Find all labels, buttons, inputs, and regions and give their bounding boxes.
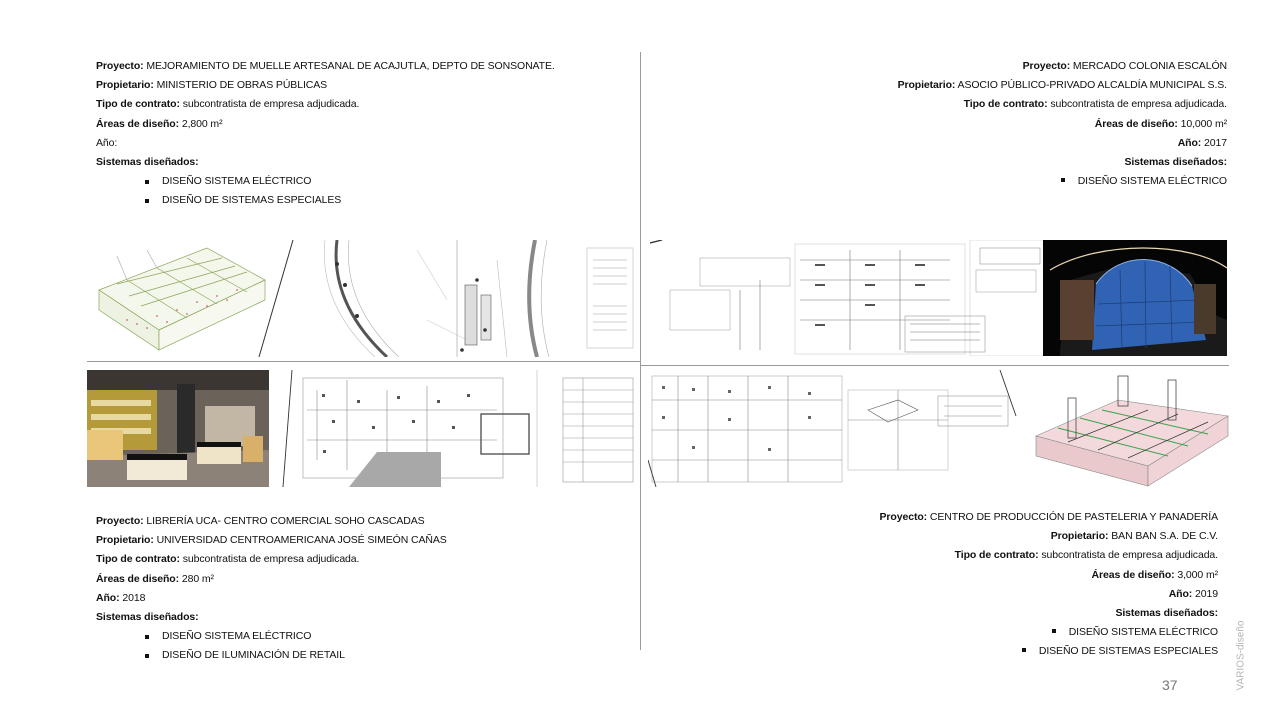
contract-line: Tipo de contrato: subcontratista de empr…: [96, 553, 360, 566]
systems-line: Sistemas diseñados:: [1124, 156, 1227, 169]
drawings-strip-top-right-art: [650, 240, 1227, 356]
bakery-floor-plan: [648, 370, 1017, 487]
list-item: DISEÑO DE ILUMINACIÓN DE RETAIL: [96, 646, 447, 665]
drawings-strip-top-left-art: [98, 240, 634, 357]
horizontal-divider-right: [640, 365, 1229, 366]
contract-line: Tipo de contrato: subcontratista de empr…: [954, 549, 1218, 562]
site-plan-symbols: [335, 262, 487, 352]
systems-line: Sistemas diseñados:: [96, 156, 199, 169]
wireframe-3d-model: [98, 247, 266, 351]
side-section-label: VARIOS-diseño: [1235, 620, 1247, 691]
project-line: Proyecto: MEJORAMIENTO DE MUELLE ARTESAN…: [96, 60, 555, 72]
owner-line: Propietario: MINISTERIO DE OBRAS PÚBLICA…: [96, 79, 328, 92]
project-line: Proyecto: LIBRERÍA UCA- CENTRO COMERCIAL…: [96, 515, 425, 527]
systems-list: DISEÑO SISTEMA ELÉCTRICO DISEÑO DE SISTE…: [96, 172, 555, 210]
year-line: Año: 2018: [96, 591, 146, 604]
systems-list: DISEÑO SISTEMA ELÉCTRICO: [898, 172, 1227, 191]
owner-line: Propietario: UNIVERSIDAD CENTROAMERICANA…: [96, 534, 447, 547]
systems-list: DISEÑO SISTEMA ELÉCTRICO DISEÑO DE SISTE…: [880, 623, 1218, 661]
drawings-strip-bottom-left-art: [87, 370, 634, 487]
systems-line: Sistemas diseñados:: [1115, 607, 1218, 620]
contract-line: Tipo de contrato: subcontratista de empr…: [963, 98, 1227, 111]
site-plan-drawing: [324, 240, 550, 357]
plan-grid-marks: [662, 386, 811, 451]
owner-line: Propietario: BAN BAN S.A. DE C.V.: [1050, 530, 1218, 543]
list-item: DISEÑO DE SISTEMAS ESPECIALES: [880, 642, 1218, 661]
list-item: DISEÑO SISTEMA ELÉCTRICO: [880, 623, 1218, 642]
project-card-top-left: Proyecto: MEJORAMIENTO DE MUELLE ARTESAN…: [96, 57, 555, 211]
plan-shaded-area: [349, 452, 441, 487]
systems-line: Sistemas diseñados:: [96, 611, 199, 624]
project-card-bottom-left: Proyecto: LIBRERÍA UCA- CENTRO COMERCIAL…: [96, 512, 447, 666]
list-item: DISEÑO SISTEMA ELÉCTRICO: [96, 172, 555, 191]
project-line: Proyecto: MERCADO COLONIA ESCALÓN: [1022, 60, 1228, 72]
owner-line: Propietario: ASOCIO PÚBLICO-PRIVADO ALCA…: [897, 79, 1228, 92]
diagram-ticks: [815, 264, 925, 326]
area-line: Áreas de diseño: 3,000 m²: [1091, 568, 1219, 581]
year-line: Año:: [96, 136, 118, 149]
project-line: Proyecto: CENTRO DE PRODUCCIÓN DE PASTEL…: [879, 511, 1219, 523]
drawings-strip-top-left: [87, 240, 636, 357]
year-line: Año: 2019: [1168, 587, 1218, 600]
vertical-divider: [640, 52, 641, 650]
bookstore-3d-render: [87, 370, 269, 487]
plan-notes-table: [562, 377, 634, 483]
page-number: 37: [1162, 677, 1178, 693]
horizontal-divider-left: [87, 361, 640, 362]
year-line: Año: 2017: [1177, 136, 1227, 149]
project-card-top-right: Proyecto: MERCADO COLONIA ESCALÓN Propie…: [897, 57, 1228, 191]
area-line: Áreas de diseño: 10,000 m²: [1094, 117, 1227, 130]
list-item: DISEÑO SISTEMA ELÉCTRICO: [96, 627, 447, 646]
contract-line: Tipo de contrato: subcontratista de empr…: [96, 98, 360, 111]
single-line-diagram: [650, 240, 1049, 356]
wireframe-dots: [126, 289, 238, 329]
project-card-bottom-right: Proyecto: CENTRO DE PRODUCCIÓN DE PASTEL…: [879, 508, 1219, 662]
drawings-strip-bottom-right: [648, 370, 1229, 487]
list-item: DISEÑO SISTEMA ELÉCTRICO: [898, 172, 1227, 191]
drawing-notes-sheet: [586, 247, 634, 349]
market-3d-render: [1043, 240, 1227, 356]
area-line: Áreas de diseño: 2,800 m²: [96, 117, 223, 130]
systems-list: DISEÑO SISTEMA ELÉCTRICO DISEÑO DE ILUMI…: [96, 627, 447, 665]
plan-fixtures: [322, 394, 470, 453]
bakery-3d-model: [1035, 375, 1229, 487]
drawings-strip-top-right: [650, 240, 1227, 356]
drawings-strip-bottom-right-art: [648, 370, 1229, 487]
list-item: DISEÑO DE SISTEMAS ESPECIALES: [96, 191, 555, 210]
area-line: Áreas de diseño: 280 m²: [96, 572, 214, 585]
drawings-strip-bottom-left: [87, 370, 636, 487]
